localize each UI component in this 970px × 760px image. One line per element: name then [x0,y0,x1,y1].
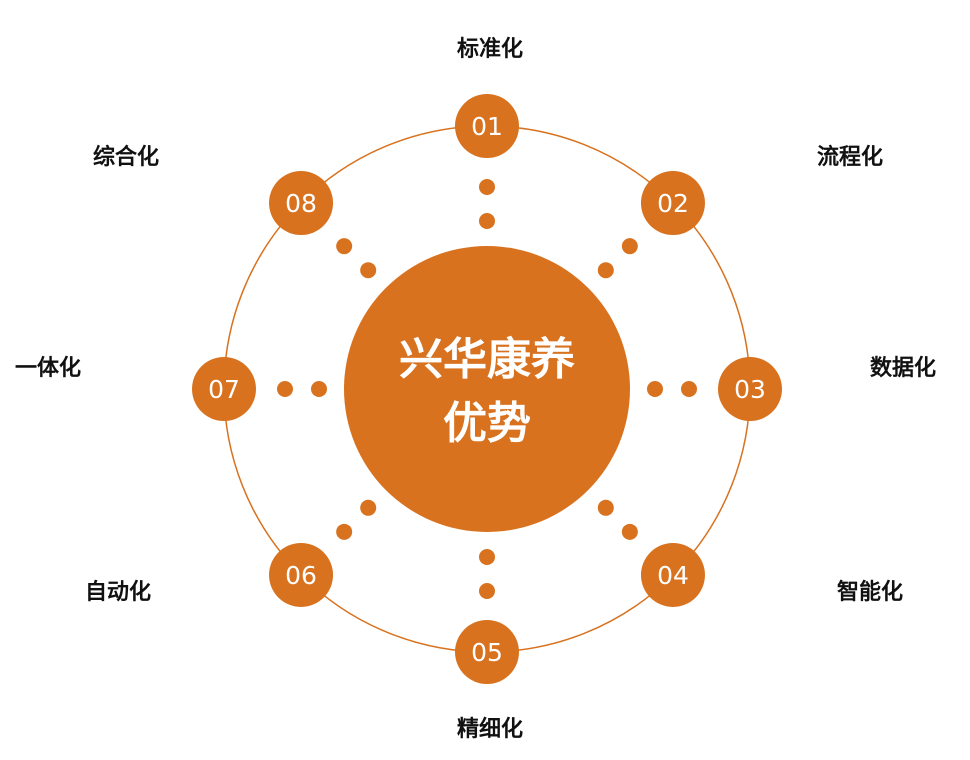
node-circle [640,542,705,607]
connector-dot [597,262,614,279]
connector-dot [479,179,495,195]
node-circle [455,620,519,684]
connector-dot [621,523,638,540]
node-circle [192,357,256,421]
node-label: 智能化 [836,580,904,605]
node-circle [269,542,334,607]
node-label: 数据化 [869,356,937,381]
node-circle [269,171,334,236]
center-title-line1: 兴华康养 [399,334,575,385]
connector-dot [479,583,495,599]
node-number: 03 [734,375,766,404]
node-number: 05 [471,638,503,667]
connector-dot [479,213,495,229]
node-number: 06 [285,561,317,590]
node-number: 08 [285,189,317,218]
node-number: 07 [208,375,240,404]
node-number: 02 [657,189,689,218]
center-circle [344,246,630,532]
node-01: 01 [455,94,519,158]
node-circle [455,94,519,158]
node-06: 06 [269,542,334,607]
connector-dot [621,238,638,255]
connector-dot [277,381,293,397]
node-02: 02 [640,171,705,236]
node-07: 07 [192,357,256,421]
node-08: 08 [269,171,334,236]
node-circle [718,357,782,421]
connector-dot [360,262,377,279]
node-label: 标准化 [456,37,524,62]
node-04: 04 [640,542,705,607]
node-number: 01 [471,112,503,141]
node-label: 自动化 [84,580,152,605]
connector-dot [479,549,495,565]
connector-dot [336,238,353,255]
connector-dot [360,499,377,516]
node-label: 流程化 [816,145,884,170]
node-03: 03 [718,357,782,421]
node-label: 综合化 [92,145,160,170]
connector-dot [681,381,697,397]
node-label: 一体化 [14,356,82,381]
node-number: 04 [657,561,689,590]
node-label: 精细化 [456,717,524,742]
connector-dot [647,381,663,397]
connector-dot [311,381,327,397]
node-05: 05 [455,620,519,684]
node-circle [640,171,705,236]
connector-dot [336,523,353,540]
connector-dot [597,499,614,516]
center-title-line2: 优势 [443,398,531,449]
